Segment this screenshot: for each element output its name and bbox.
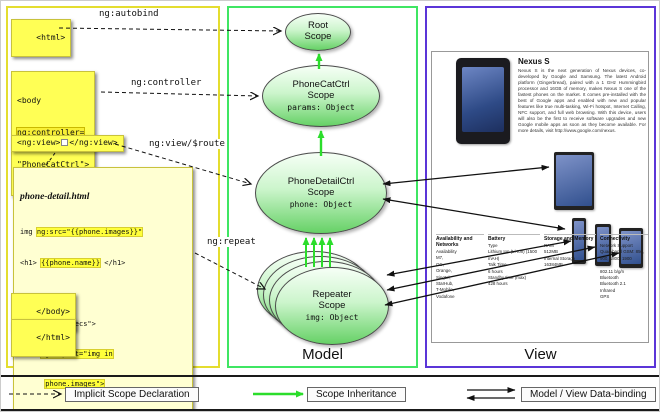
spec-column-header: Availability and Networks <box>436 234 484 248</box>
arrow-label-ng-view-route: ng:view/$route <box>147 139 227 149</box>
spec-row: Vodafone <box>436 293 455 299</box>
ng-view-placeholder-box <box>61 139 69 146</box>
code-text: <body <box>17 95 42 105</box>
code-text: </h1> <box>100 258 126 267</box>
view-panel-label: View <box>524 346 557 363</box>
spec-row: 16384MB <box>544 262 563 268</box>
code-text-highlight: {{phone.name}} <box>40 257 102 268</box>
code-line: <h1> {{phone.name}} </h1> <box>20 257 186 268</box>
code-line: ng:controller= <box>15 126 89 139</box>
code-text: img <box>20 228 37 237</box>
html-open-tag-box: <html> <box>11 19 72 58</box>
phone-thumbnail-screen <box>574 221 584 260</box>
legend-divider-top <box>1 375 659 377</box>
scope-name: PhoneCatCtrl <box>292 78 350 90</box>
spec-column-header: Battery <box>488 234 540 242</box>
phone-thumbnail <box>554 152 594 210</box>
phonecatctrl-scope: PhoneCatCtrl Scope params: Object <box>262 65 380 127</box>
spec-row: GPS <box>600 294 610 299</box>
scope-property: img: Object <box>305 313 359 323</box>
phone-screen <box>462 67 504 132</box>
code-text-highlight: phone.images"> <box>44 379 106 390</box>
code-text: <html> <box>36 32 66 42</box>
phone-image <box>456 58 510 144</box>
spec-column-header: Connectivity <box>600 234 648 242</box>
scope-property: phone: Object <box>289 200 353 210</box>
ng-view-tag-box: <ng:view> </ng:view> <box>11 135 124 152</box>
phone-detail-template-box: phone-detail.html img ng:src="{{phone.im… <box>13 167 193 411</box>
phonedetailctrl-scope: PhoneDetailCtrl Scope phone: Object <box>255 152 387 234</box>
phone-description: Nexus S is the next generation of Nexus … <box>518 68 646 133</box>
root-scope: Root Scope <box>285 13 351 51</box>
scope-name: Scope <box>318 299 346 311</box>
legend-scope-inheritance: Scope Inheritance <box>307 387 406 402</box>
arrow-label-ng-repeat: ng:repeat <box>205 237 258 247</box>
code-line: <body <box>17 96 89 107</box>
repeater-scope: Repeater Scope img: Object <box>275 267 389 345</box>
spec-row: Network Support <box>600 243 633 248</box>
code-line: phone.images"> <box>20 379 186 390</box>
phone-detail-filename: phone-detail.html <box>20 192 90 203</box>
spec-row: Lithium Ion (Li-Ion) (1500 mAH) <box>488 249 538 261</box>
spec-column-header: Storage and Memory <box>544 234 596 242</box>
phone-thumbnail-screen <box>556 155 592 206</box>
scope-name: Repeater <box>312 288 352 300</box>
code-text <box>20 380 45 388</box>
scope-name: Scope <box>307 89 335 101</box>
legend-divider-bottom <box>1 409 659 411</box>
arrow-label-ng-autobind: ng:autobind <box>97 9 161 19</box>
phone-detail-page: Nexus S Nexus S is the next generation o… <box>431 51 649 343</box>
scope-name: Scope <box>304 31 332 42</box>
code-text: </ng:view> <box>69 138 118 147</box>
legend-model-view-data-binding: Model / View Data-binding <box>521 387 656 402</box>
spec-row: Quad-band GSM: 850, 900, 1800, 1900 <box>600 249 645 261</box>
phone-thumbnail-screen <box>621 231 641 264</box>
legend-implicit-scope-declaration: Implicit Scope Declaration <box>65 387 199 402</box>
code-text: <ng:view> <box>17 138 61 147</box>
code-line: img ng:src="{{phone.images}}" <box>20 227 186 238</box>
spec-row: 428 hours <box>488 281 508 287</box>
html-close-tag-box: </html> <box>11 319 76 358</box>
code-text-highlight: ng:src="{{phone.images}}" <box>35 227 144 238</box>
code-text-highlight: ng:controller= <box>15 126 86 138</box>
code-text: <h1> <box>20 258 42 267</box>
model-panel-label: Model <box>302 346 343 363</box>
scope-name: PhoneDetailCtrl <box>287 175 355 187</box>
scope-name: Scope <box>307 186 335 198</box>
scope-name: Root <box>307 20 329 32</box>
code-text: </html> <box>36 332 70 342</box>
scope-property: params: Object <box>287 103 355 113</box>
arrow-label-ng-controller: ng:controller <box>129 78 204 88</box>
phone-name-heading: Nexus S <box>518 57 550 66</box>
code-text: </body> <box>36 306 70 316</box>
